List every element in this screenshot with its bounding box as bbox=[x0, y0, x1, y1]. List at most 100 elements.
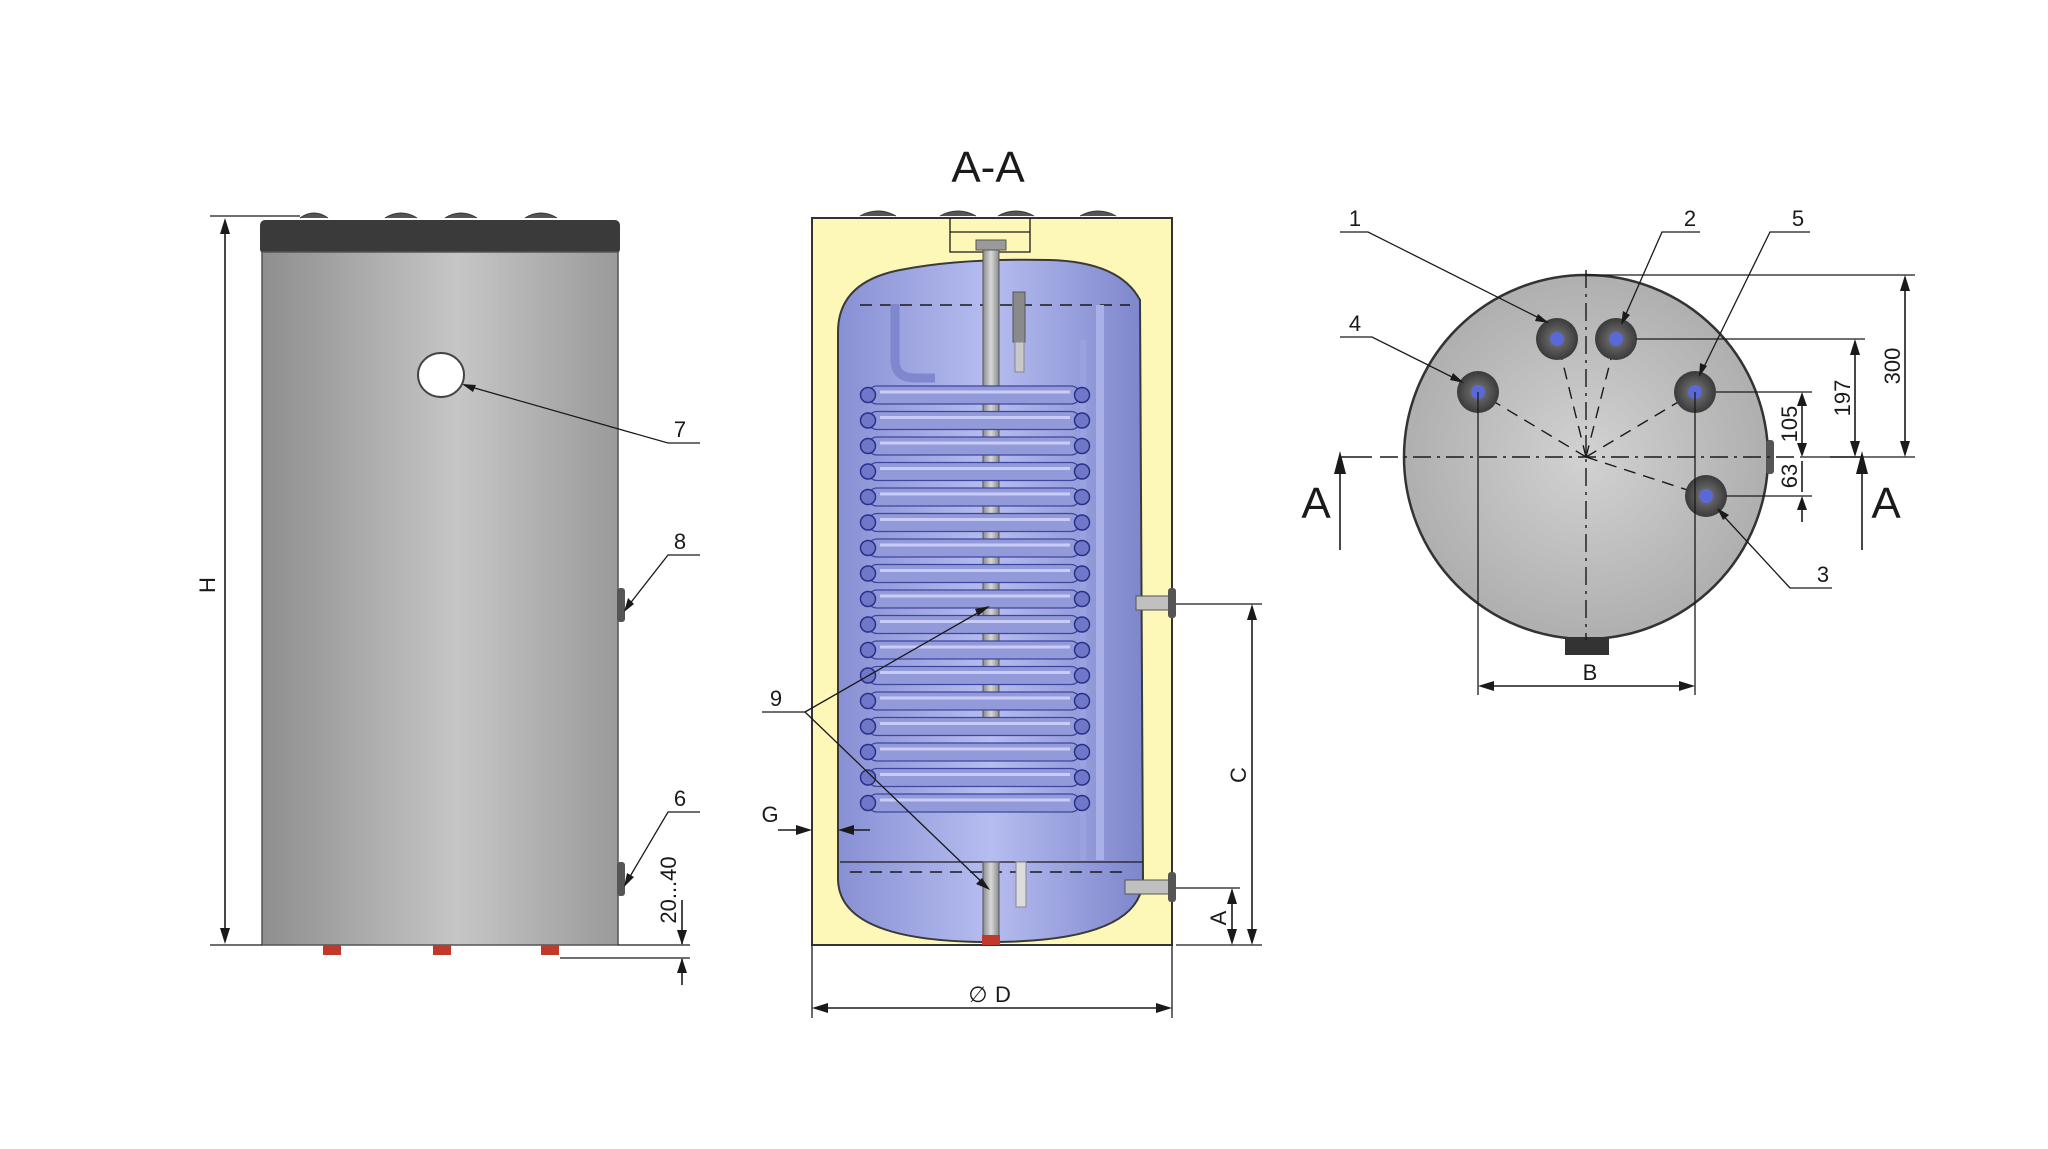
top-fitting bbox=[939, 210, 977, 217]
coil-end bbox=[859, 769, 877, 786]
callout-2: 2 bbox=[1684, 206, 1696, 231]
coil-turn bbox=[867, 385, 1081, 405]
dim-B-label: B bbox=[1583, 660, 1598, 685]
callout-5: 5 bbox=[1792, 206, 1804, 231]
top-fitting bbox=[444, 212, 478, 219]
coil-turn bbox=[867, 716, 1081, 737]
callout-3: 3 bbox=[1817, 562, 1829, 587]
top-fitting bbox=[1079, 210, 1117, 217]
inspection-port bbox=[417, 352, 465, 398]
coil-end bbox=[859, 488, 877, 506]
coil-end bbox=[1073, 769, 1091, 786]
coil-end bbox=[859, 412, 877, 429]
coil-end bbox=[1073, 794, 1091, 812]
coil-end bbox=[859, 514, 877, 531]
exterior-view: H 20...40 7 8 6 bbox=[195, 212, 700, 985]
section-marker-right: A bbox=[1871, 479, 1901, 528]
heat-exchanger-coil bbox=[859, 385, 1091, 813]
coil-end bbox=[859, 794, 877, 812]
coil-turn bbox=[867, 691, 1081, 711]
coil-end bbox=[859, 386, 877, 404]
coil-end bbox=[859, 590, 877, 608]
coil-end bbox=[1073, 539, 1091, 557]
foot bbox=[323, 945, 341, 955]
callout-4: 4 bbox=[1349, 311, 1361, 336]
coil-end bbox=[859, 437, 877, 455]
coil-end bbox=[1073, 616, 1091, 633]
coil-end bbox=[859, 565, 877, 582]
coil-end bbox=[1073, 412, 1091, 429]
coil-end bbox=[1073, 692, 1091, 710]
coil-turn bbox=[867, 614, 1081, 635]
dim-A-label: A bbox=[1206, 910, 1231, 925]
return-pipe bbox=[1014, 341, 1025, 373]
coil-turn bbox=[867, 589, 1081, 609]
callout-9: 9 bbox=[770, 686, 782, 711]
top-fitting bbox=[524, 212, 558, 219]
dim-63: 63 bbox=[1777, 464, 1802, 488]
coil-end bbox=[859, 616, 877, 633]
dim-D-label: D bbox=[995, 982, 1011, 1007]
top-fitting bbox=[299, 212, 329, 219]
foot bbox=[433, 945, 451, 955]
side-connection-cap bbox=[1168, 588, 1176, 618]
foot bbox=[541, 945, 559, 955]
dim-G-label: G bbox=[761, 802, 778, 827]
coil-turn bbox=[867, 640, 1081, 660]
side-connection bbox=[1135, 595, 1173, 611]
coil-turn bbox=[867, 410, 1081, 431]
top-view: 1 2 5 4 3 B 300 197 bbox=[1301, 206, 1915, 695]
pipe-head bbox=[975, 239, 1007, 251]
coil-end bbox=[859, 641, 877, 659]
coil-end bbox=[1073, 743, 1091, 761]
dim-C-label: C bbox=[1226, 767, 1251, 783]
return-pipe bbox=[1012, 291, 1026, 343]
callout-6: 6 bbox=[674, 786, 686, 811]
coil-turn bbox=[867, 742, 1081, 762]
callout-1: 1 bbox=[1349, 206, 1361, 231]
bottom-tab bbox=[1565, 637, 1609, 655]
coil-turn bbox=[867, 461, 1081, 482]
port-2 bbox=[1595, 318, 1637, 360]
callout-8: 8 bbox=[674, 529, 686, 554]
coil-turn bbox=[867, 563, 1081, 584]
dim-105: 105 bbox=[1777, 406, 1802, 443]
section-title: A-A bbox=[951, 143, 1025, 192]
coil-end bbox=[1073, 514, 1091, 531]
coil-end bbox=[1073, 641, 1091, 659]
coil-end bbox=[1073, 667, 1091, 684]
side-connection-cap bbox=[1168, 872, 1176, 902]
coil-turn bbox=[867, 538, 1081, 558]
return-pipe bbox=[1015, 861, 1027, 908]
coil-end bbox=[1073, 718, 1091, 735]
dim-300: 300 bbox=[1880, 348, 1905, 385]
coil-end bbox=[1073, 386, 1091, 404]
coil-turn bbox=[867, 512, 1081, 533]
port-1 bbox=[1536, 318, 1578, 360]
coil-end bbox=[1073, 590, 1091, 608]
coil-turn bbox=[867, 767, 1081, 788]
coil-end bbox=[1073, 488, 1091, 506]
dim-range-label: 20...40 bbox=[656, 856, 681, 923]
top-cap bbox=[260, 220, 620, 254]
callout-7: 7 bbox=[674, 417, 686, 442]
coil-end bbox=[1073, 437, 1091, 455]
bottom-fitting bbox=[982, 935, 1000, 945]
coil-end bbox=[859, 692, 877, 710]
coil-end bbox=[859, 463, 877, 480]
top-fitting bbox=[859, 210, 897, 217]
section-marker-left: A bbox=[1301, 479, 1331, 528]
bottom-pipe bbox=[982, 861, 1000, 938]
side-fitting-6 bbox=[617, 862, 625, 896]
coil-end bbox=[859, 718, 877, 735]
top-fitting bbox=[997, 210, 1035, 217]
dim-D-symbol: ∅ bbox=[968, 982, 987, 1007]
top-fitting bbox=[384, 212, 418, 219]
coil-end bbox=[859, 743, 877, 761]
coil-turn bbox=[867, 487, 1081, 507]
dim-197: 197 bbox=[1830, 380, 1855, 417]
coil-turn bbox=[867, 665, 1081, 686]
section-view: A-A bbox=[761, 143, 1262, 1018]
coil-end bbox=[1073, 463, 1091, 480]
